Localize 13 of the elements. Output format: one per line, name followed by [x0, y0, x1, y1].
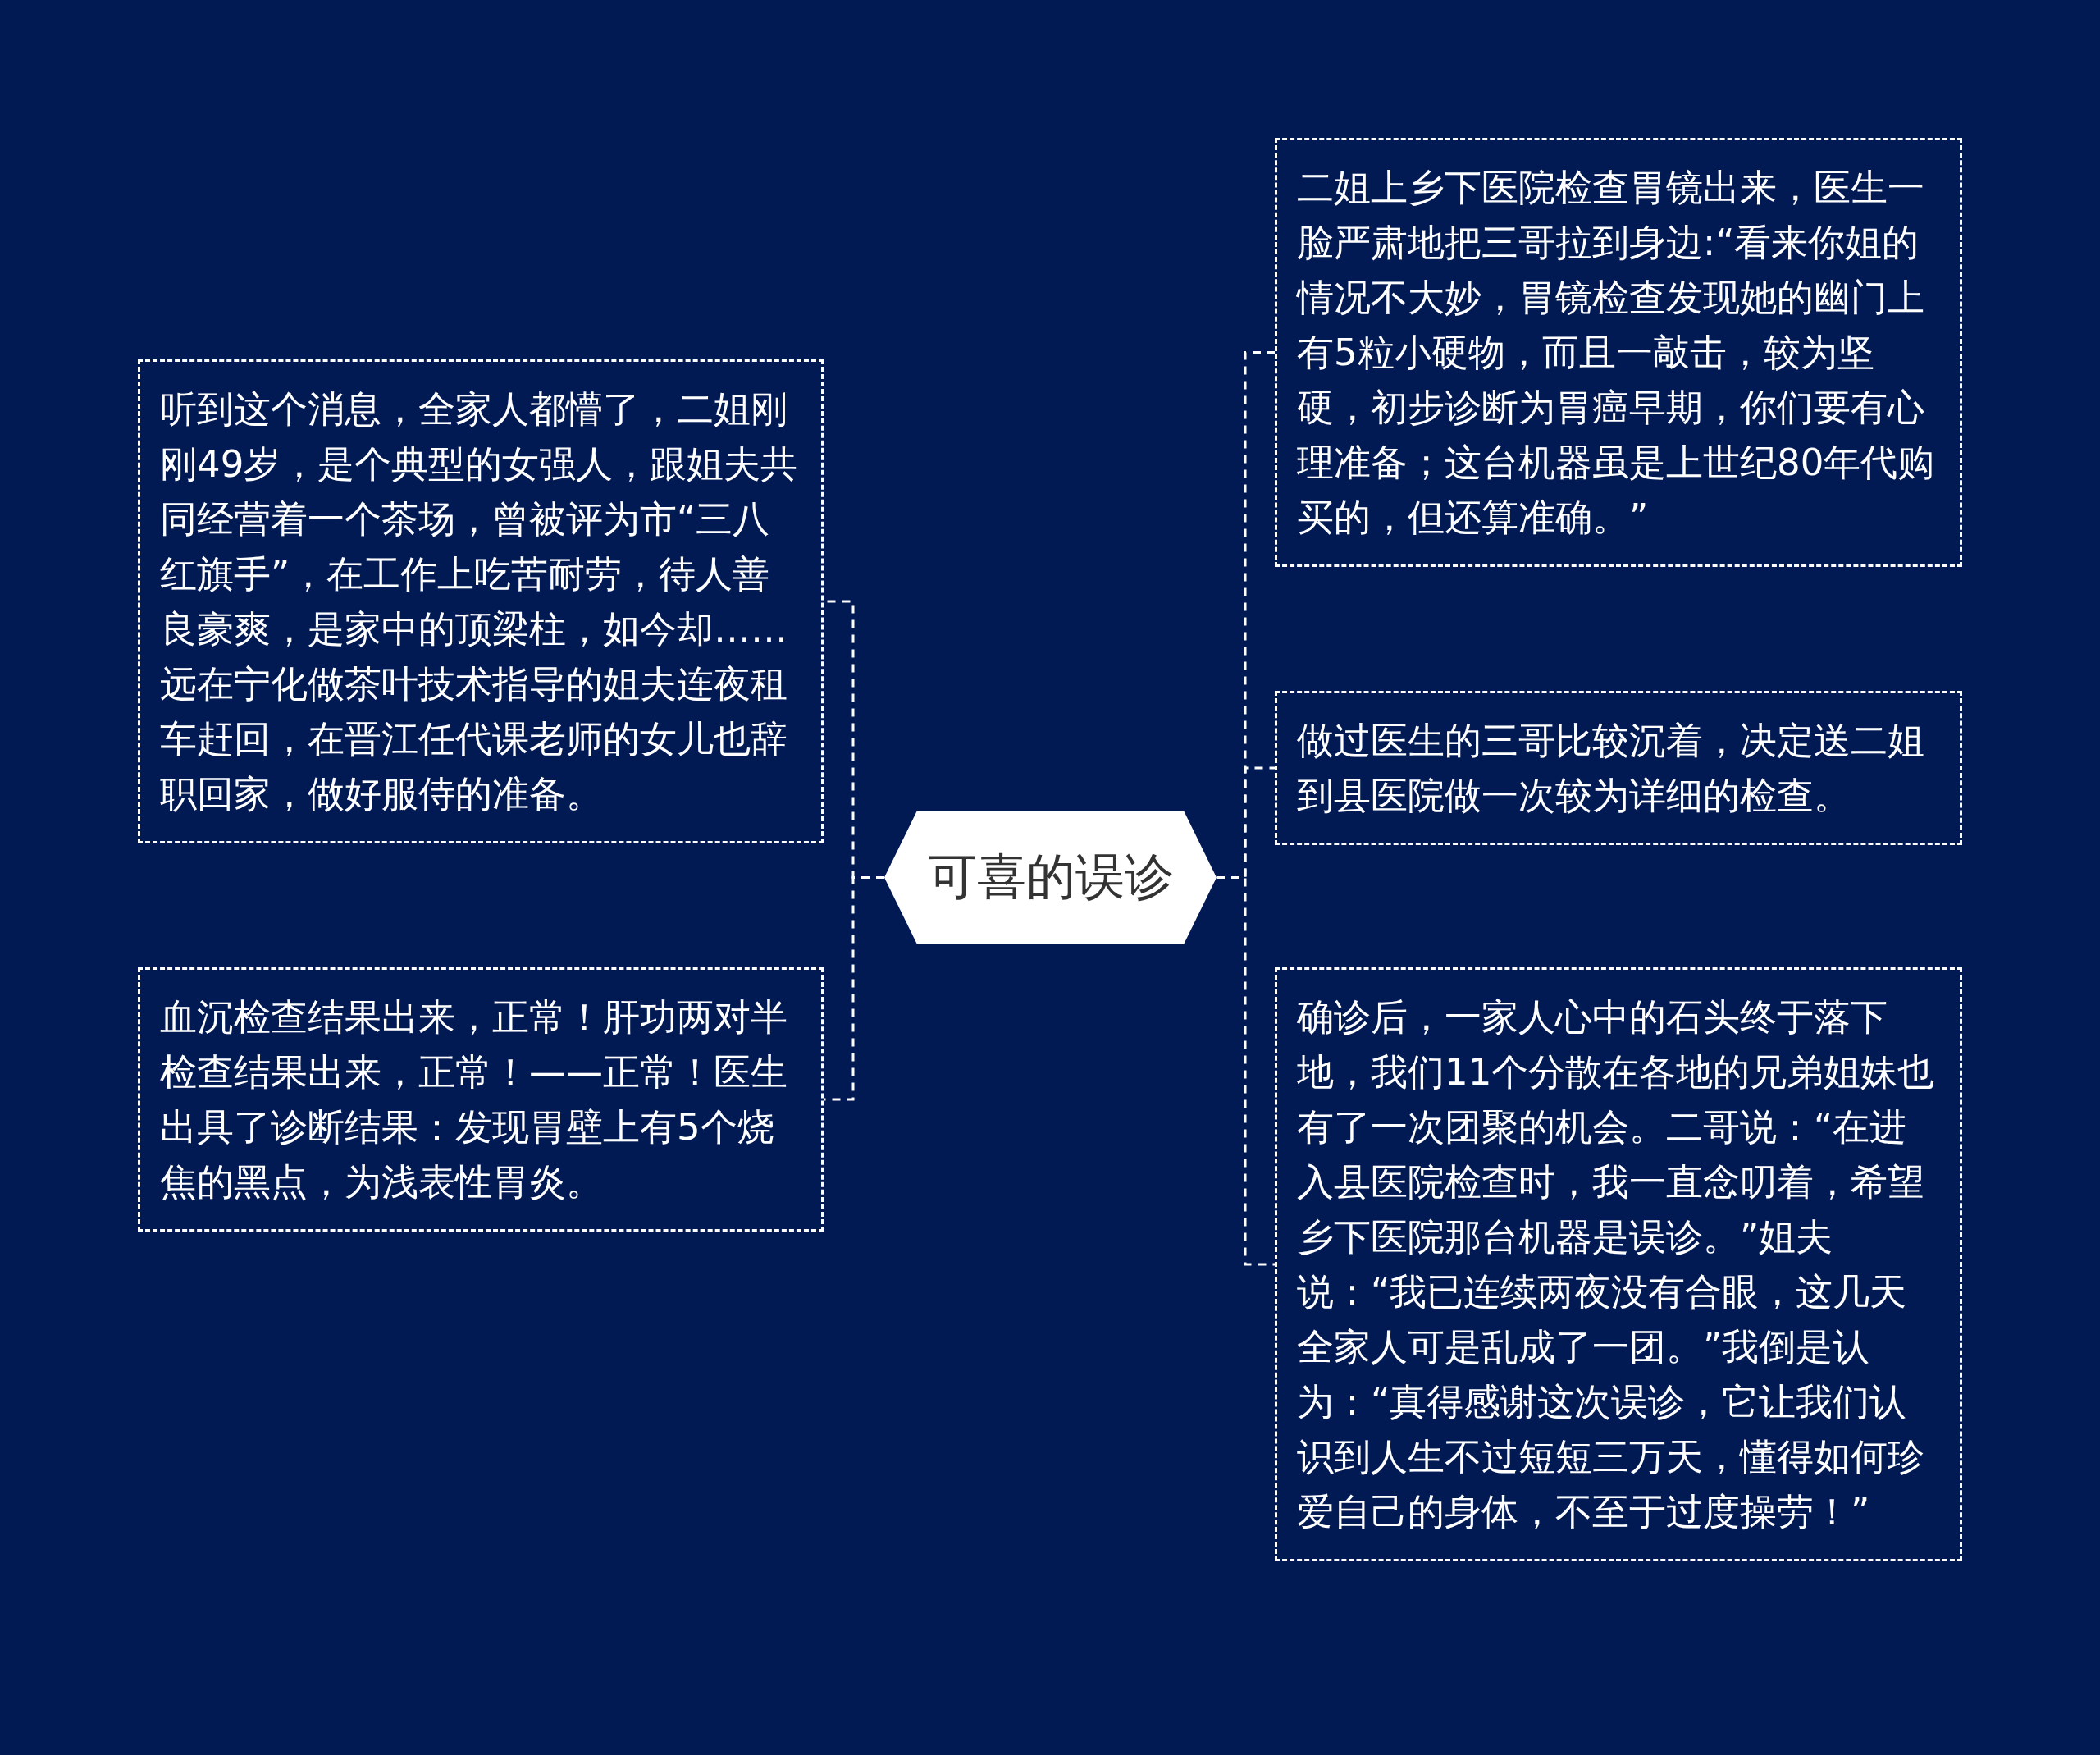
- text-card: [1275, 138, 1962, 567]
- text-card: [1275, 691, 1962, 845]
- topic-text: 可喜的误诊: [927, 847, 1174, 907]
- text-card: [1275, 967, 1962, 1561]
- text-card: [138, 967, 824, 1232]
- connector-line: [824, 876, 884, 1101]
- paragraph: 血沉检查结果出来，正常！肝功两对半检查结果出来，正常！——正常！医生出具了诊断结果：发现胃壁上有5个烧焦的黑点，为浅表性胃炎。: [160, 994, 788, 1205]
- topic-hexagon: [884, 811, 1217, 944]
- paragraph: 听到这个消息，全家人都懵了，二姐刚刚49岁，是个典型的女强人，跟姐夫共同经营着一个茶场，曾被评为市“三八红旗手”，在工作上吃苦耐劳，待人善良豪爽，是家中的顶梁柱，如今却……远在宁化做茶叶技术指导的姐夫连夜租车赶回，在晋江任代课老师的女儿也辞职回家，做好服侍的准备。: [160, 386, 799, 817]
- paragraph: 做过医生的三哥比较沉着，决定送二姐到县医院做一次较为详细的检查。: [1297, 718, 1925, 819]
- paragraph: 确诊后，一家人心中的石头终于落下地，我们11个分散在各地的兄弟姐妹也有了一次团聚的机会。二哥说：“在进入县医院检查时，我一直念叨着，希望乡下医院那台机器是误诊。”姐夫说：“我已连续两夜没有合眼，这几天全家人可是乱成了一团。”我倒是认为：“真得感谢这次误诊，它让我们认识到人生不过短短三万天，懂得如何珍爱自己的身体，不至于过度操劳！”: [1297, 994, 1936, 1535]
- text-card: [138, 359, 824, 843]
- paragraph: 二姐上乡下医院检查胃镜出来，医生一脸严肃地把三哥拉到身边:“看来你姐的情况不大妙，胃镜检查发现她的幽门上有5粒小硬物，而且一敲击，较为坚硬，初步诊断为胃癌早期，你们要有心理准备；这台机器虽是上世纪80年代购买的，但还算准确。”: [1297, 165, 1936, 541]
